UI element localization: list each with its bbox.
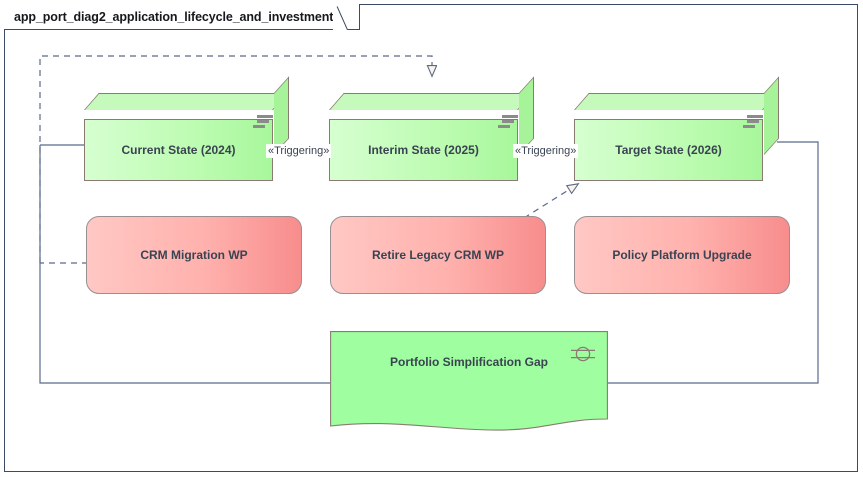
plateau-icon bbox=[496, 115, 518, 129]
plateau-top-face bbox=[574, 93, 778, 110]
node-policy-platform-upgrade[interactable]: Policy Platform Upgrade bbox=[574, 216, 790, 294]
gap-shape bbox=[330, 331, 608, 431]
node-crm-migration-wp[interactable]: CRM Migration WP bbox=[86, 216, 302, 294]
diagram-title: app_port_diag2_application_lifecycle_and… bbox=[14, 9, 334, 24]
node-retire-legacy-crm-wp[interactable]: Retire Legacy CRM WP bbox=[330, 216, 546, 294]
diagram-title-tab: app_port_diag2_application_lifecycle_and… bbox=[4, 4, 361, 30]
node-crm-migration-wp-label: CRM Migration WP bbox=[140, 248, 248, 262]
relationship-label-triggering-current-interim[interactable]: «Triggering» bbox=[266, 144, 332, 158]
node-interim-state[interactable]: Interim State (2025) bbox=[329, 76, 534, 181]
node-portfolio-simplification-gap-label: Portfolio Simplification Gap bbox=[389, 355, 548, 369]
gap-icon bbox=[571, 346, 595, 362]
node-target-state-label: Target State (2026) bbox=[615, 143, 722, 157]
plateau-icon bbox=[251, 115, 273, 129]
node-current-state[interactable]: Current State (2024) bbox=[84, 76, 289, 181]
node-retire-legacy-crm-wp-label: Retire Legacy CRM WP bbox=[371, 248, 505, 262]
plateau-top-face bbox=[329, 93, 533, 110]
node-portfolio-simplification-gap[interactable]: Portfolio Simplification Gap bbox=[330, 331, 608, 431]
diagram-frame bbox=[4, 4, 858, 472]
plateau-top-face bbox=[84, 93, 288, 110]
relationship-label-triggering-interim-target[interactable]: «Triggering» bbox=[513, 144, 579, 158]
node-interim-state-label: Interim State (2025) bbox=[368, 143, 479, 157]
tab-fold-corner bbox=[333, 4, 359, 30]
node-current-state-label: Current State (2024) bbox=[121, 143, 236, 157]
plateau-icon bbox=[741, 115, 763, 129]
node-target-state[interactable]: Target State (2026) bbox=[574, 76, 779, 181]
node-policy-platform-upgrade-label: Policy Platform Upgrade bbox=[612, 248, 752, 262]
